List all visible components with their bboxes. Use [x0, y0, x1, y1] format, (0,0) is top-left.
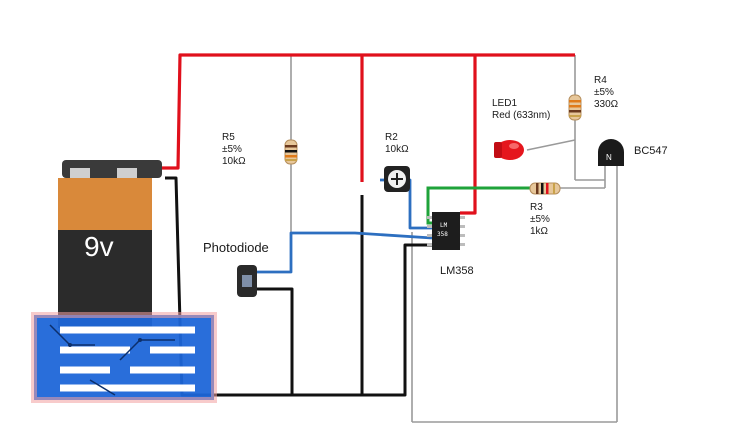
ic-supply-wire — [460, 55, 477, 215]
circuit-logo-icon — [31, 312, 217, 403]
r3-name: R3 — [530, 202, 543, 213]
r3-value: 1kΩ — [530, 226, 549, 237]
photodiode-label: Photodiode — [203, 240, 269, 255]
ground-wires — [165, 176, 432, 397]
r2-name: R2 — [385, 132, 398, 143]
thin-wires — [290, 55, 618, 423]
r3-resistor-icon — [529, 182, 561, 195]
potentiometer-icon — [384, 166, 410, 192]
output-wire — [426, 186, 530, 225]
chip-text-line2: 358 — [437, 231, 448, 238]
r4-resistor-icon — [568, 94, 582, 121]
photodiode-icon — [237, 265, 257, 297]
battery-label: 9v — [84, 231, 114, 262]
9v-battery-icon: 9v — [58, 160, 162, 328]
npn-transistor-icon: N — [598, 139, 624, 166]
r4-value: 330Ω — [594, 99, 619, 110]
r4-tolerance: ±5% — [594, 87, 614, 98]
positive-rail — [160, 53, 575, 170]
lm358-label: LM358 — [440, 265, 474, 277]
bc547-label: BC547 — [634, 145, 668, 157]
chip-text-line1: LM — [440, 222, 448, 229]
led-anode-lead — [526, 139, 576, 151]
red-led-icon — [494, 140, 524, 160]
r4-name: R4 — [594, 75, 607, 86]
lm358-chip-icon: LM 358 — [427, 212, 465, 250]
led1-name: LED1 — [492, 98, 517, 109]
r5-name: R5 — [222, 132, 235, 143]
photodiode-ground-wire — [257, 287, 294, 395]
led1-desc: Red (633nm) — [492, 110, 550, 121]
r3-tolerance: ±5% — [530, 214, 550, 225]
r2-value: 10kΩ — [385, 144, 409, 155]
r5-value: 10kΩ — [222, 156, 246, 167]
transistor-pin-mark: N — [606, 153, 612, 162]
r5-tolerance: ±5% — [222, 144, 242, 155]
sense-wire — [257, 231, 433, 274]
positive-wires — [160, 53, 575, 215]
r5-resistor-icon — [284, 139, 298, 165]
